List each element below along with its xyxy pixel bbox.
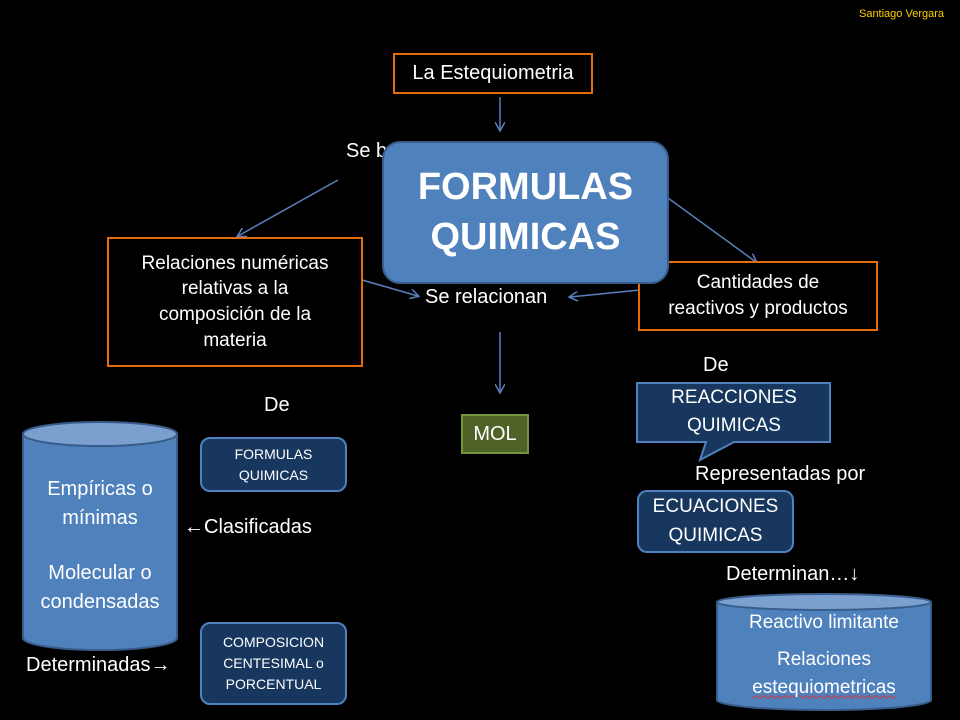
composicion-line: PORCENTUAL — [225, 676, 322, 692]
formulas-small-line: FORMULAS — [234, 445, 313, 462]
left-cylinder-shape — [22, 421, 178, 651]
right-cylinder-line: estequiometricas — [752, 677, 896, 699]
composicion-line: CENTESIMAL o — [223, 655, 324, 671]
se-relacionan-label: Se relacionan — [425, 286, 548, 308]
main-box-line: FORMULAS — [417, 166, 634, 209]
title-box-text: La Estequiometria — [412, 62, 574, 84]
mol-box: MOL — [461, 414, 529, 454]
right-cylinder: Reactivo limitante Relaciones estequiome… — [714, 592, 934, 714]
left-box-line: Relaciones numéricas — [141, 252, 329, 274]
left-box-line: materia — [203, 329, 267, 351]
reacciones-line: REACCIONES — [671, 386, 797, 408]
right-cylinder-line: Relaciones — [777, 648, 871, 670]
mol-text: MOL — [473, 422, 517, 445]
composicion-box: COMPOSICION CENTESIMAL o PORCENTUAL — [200, 622, 347, 705]
left-cylinder-line: mínimas — [62, 507, 138, 529]
right-cylinder-shape — [716, 593, 932, 711]
left-relations-box: Relaciones numéricas relativas a la comp… — [107, 237, 363, 367]
right-box-line: reactivos y productos — [668, 298, 848, 319]
main-formulas-box: FORMULAS QUIMICAS — [382, 141, 669, 284]
clasificadas-label: ←Clasificadas — [184, 516, 312, 538]
de-right-label: De — [703, 354, 729, 376]
reacciones-callout-shape — [636, 382, 831, 462]
left-cylinder-line: condensadas — [40, 591, 160, 613]
composicion-line: COMPOSICION — [222, 634, 325, 650]
determinan-label: Determinan…↓ — [726, 563, 860, 585]
reacciones-line: QUIMICAS — [687, 415, 781, 436]
title-box: La Estequiometria — [393, 53, 593, 94]
determinadas-label: Determinadas→ — [26, 654, 171, 676]
main-box-line: QUIMICAS — [430, 215, 621, 258]
arrow-to-right-box — [667, 197, 756, 262]
representadas-label: Representadas por — [695, 463, 866, 485]
right-box-line: Cantidades de — [696, 272, 820, 294]
left-box-line: relativas a la — [181, 278, 289, 300]
se-basa-label: Se b — [346, 140, 388, 162]
right-quantities-box: Cantidades de reactivos y productos — [638, 261, 878, 331]
ecuaciones-line: QUIMICAS — [668, 524, 763, 546]
formulas-small-line: QUIMICAS — [238, 466, 309, 483]
ecuaciones-box: ECUACIONES QUIMICAS — [637, 490, 794, 553]
arrow-left-to-relacionan — [361, 279, 418, 296]
arrow-right-to-relacionan — [570, 289, 641, 297]
left-box-line: composición de la — [158, 304, 312, 325]
left-cylinder: Empíricas o mínimas Molecular o condensa… — [20, 420, 180, 652]
left-cylinder-line: Empíricas o — [47, 478, 153, 500]
left-cylinder-line: Molecular o — [48, 562, 152, 584]
reacciones-callout: REACCIONES QUIMICAS — [636, 382, 832, 462]
arrow-to-left-box — [238, 179, 339, 236]
ecuaciones-line: ECUACIONES — [652, 496, 779, 517]
right-cylinder-line: Reactivo limitante — [749, 612, 899, 634]
formulas-small-box: FORMULAS QUIMICAS — [200, 437, 347, 492]
de-left-label: De — [264, 394, 290, 416]
author-name: Santiago Vergara — [858, 8, 944, 20]
